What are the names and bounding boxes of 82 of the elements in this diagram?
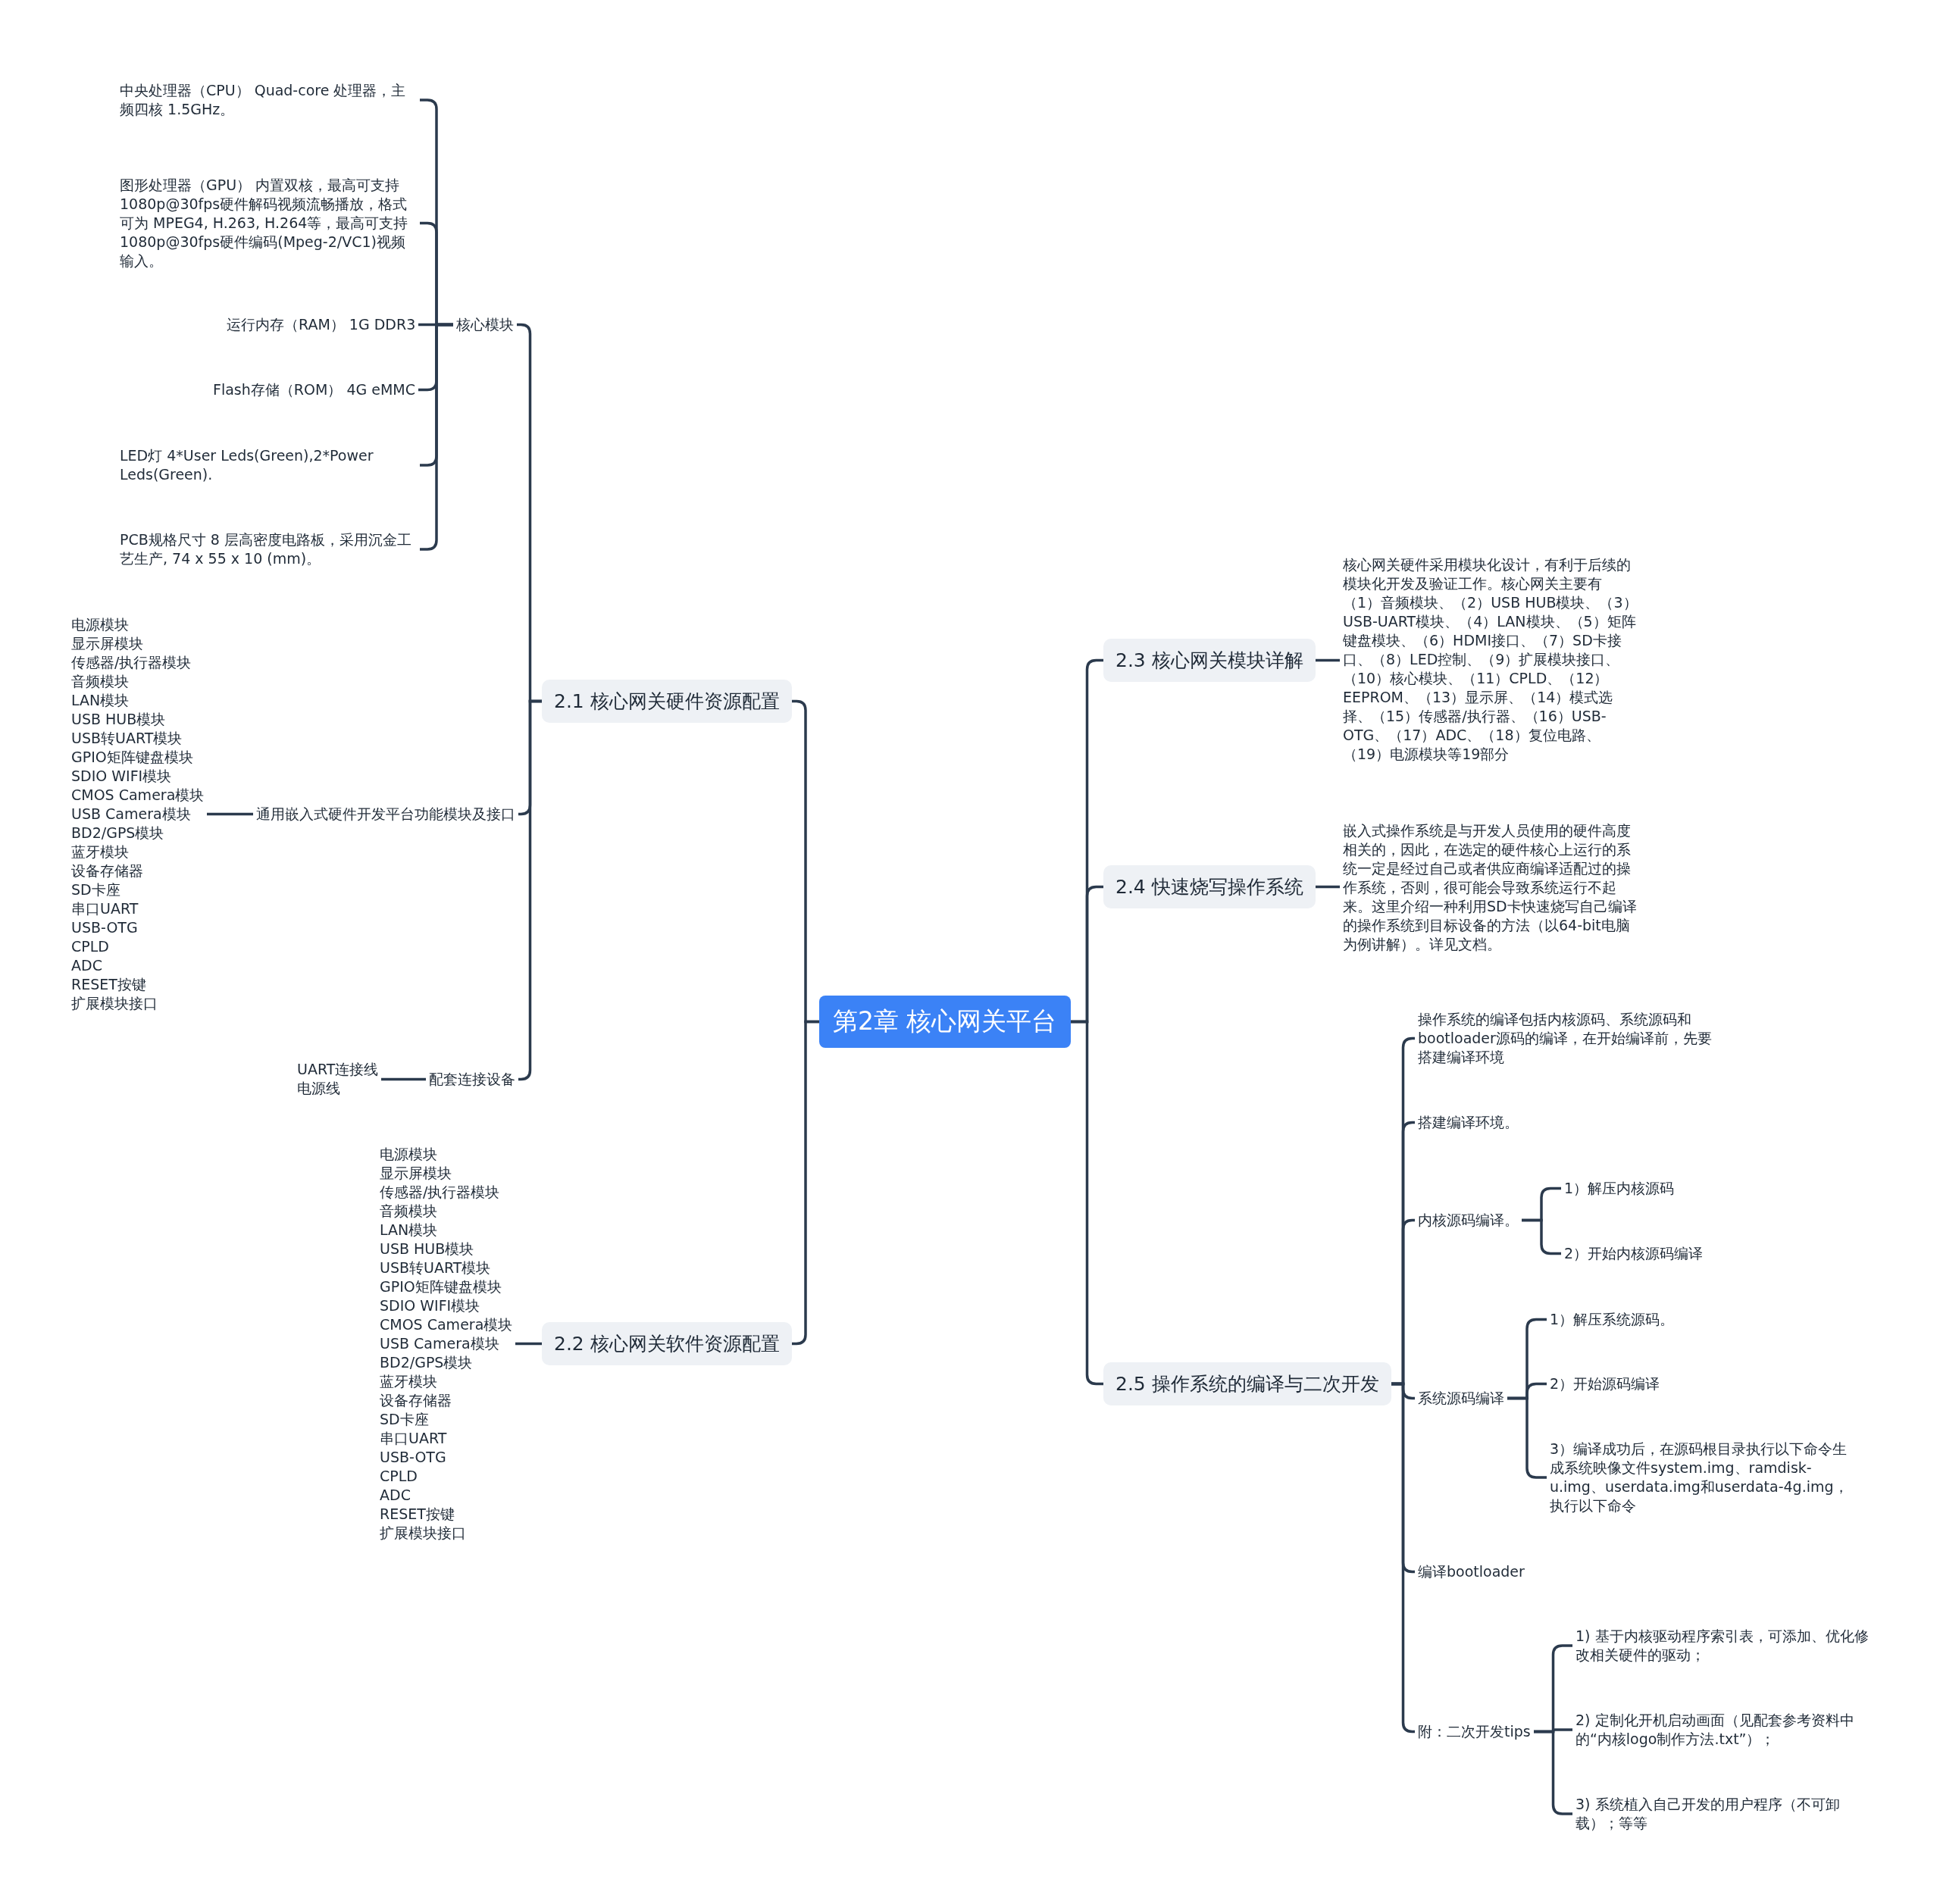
list-item: 电源线 <box>297 1079 341 1098</box>
central-topic-box: 第2章 核心网关平台 <box>819 996 1071 1048</box>
connector-line <box>207 812 253 816</box>
topic-text: 附：二次开发tips <box>1415 1720 1534 1743</box>
topic-text: 1）解压系统源码。 <box>1547 1308 1678 1331</box>
list-item: RESET按键 <box>380 1505 455 1524</box>
topic-text: 编译bootloader <box>1415 1560 1528 1584</box>
list-item: 扩展模块接口 <box>71 994 158 1013</box>
list-item: USB HUB模块 <box>380 1240 475 1258</box>
list-item: 电源模块 <box>380 1145 438 1164</box>
topic-text: 核心模块 <box>453 313 517 336</box>
topic-text: 系统源码编译 <box>1415 1387 1507 1410</box>
list-item: USB Camera模块 <box>380 1334 500 1353</box>
list-item: BD2/GPS模块 <box>380 1353 474 1372</box>
topic-text: 核心网关硬件采用模块化设计，有利于后续的模块化开发及验证工作。核心网关主要有（1）音频模块、（2）USB HUB模块、（3）USB-UART模块、（4）LAN模块、（5）矩阵键盘模块、（6）HDMI接口、（7）SD卡接口、（8）LED控制、（9）扩展模块接口、（10）核心模块、（11）CPLD、（12）EEPROM、（13）显示屏、（14）模式选择、（15）传感器/执行器、（16）USB-OTG、（17）ADC、（18）复位电路、（19）电源模块等19部分 <box>1340 553 1643 766</box>
list-item: BD2/GPS模块 <box>71 824 165 843</box>
list-item: 传感器/执行器模块 <box>380 1183 501 1202</box>
list-item: SDIO WIFI模块 <box>71 767 173 786</box>
list-item: USB-OTG <box>71 918 139 937</box>
list-item: CPLD <box>71 937 110 956</box>
connector-line <box>1316 885 1340 889</box>
topic-box: 2.3 核心网关模块详解 <box>1103 639 1316 682</box>
topic-text: 图形处理器（GPU） 内置双核，最高可支持1080p@30fps硬件解码视频流畅播放，格式可为 MPEG4, H.263, H.264等，最高可支持1080p@30fps硬件编码(Mpeg-2/VC1)视频输入。 <box>117 174 420 273</box>
connector-line <box>381 1077 426 1081</box>
list-item: 传感器/执行器模块 <box>71 653 192 672</box>
topic-text: Flash存储（ROM） 4G eMMC <box>210 378 418 402</box>
list-item: 显示屏模块 <box>71 634 144 653</box>
list-item: 显示屏模块 <box>380 1164 452 1183</box>
connector-line <box>1071 1020 1103 1386</box>
topic-text: 3）编译成功后，在源码根目录执行以下命令生成系统映像文件system.img、ramdisk-u.img、userdata.img和userdata-4g.img，执行以下命令 <box>1547 1437 1857 1518</box>
list-item: 蓝牙模块 <box>380 1372 438 1391</box>
list-item: SDIO WIFI模块 <box>380 1296 481 1315</box>
topic-box: 2.1 核心网关硬件资源配置 <box>542 680 792 723</box>
connector-line <box>1522 1218 1561 1255</box>
topic-text: 通用嵌入式硬件开发平台功能模块及接口 <box>253 802 518 826</box>
topic-text: 2）开始内核源码编译 <box>1561 1242 1707 1265</box>
list-item: 扩展模块接口 <box>380 1524 467 1543</box>
topic-text: 配套连接设备 <box>426 1068 518 1091</box>
connector-line <box>515 1342 542 1346</box>
topic-text: 搭建编译环境。 <box>1415 1111 1522 1134</box>
list-item: 音频模块 <box>380 1202 438 1221</box>
list-item: USB转UART模块 <box>380 1258 492 1277</box>
topic-text: 3) 系统植入自己开发的用户程序（不可卸载）；等等 <box>1572 1793 1883 1835</box>
list-item: CMOS Camera模块 <box>380 1315 513 1334</box>
list-item: USB Camera模块 <box>71 805 192 824</box>
topic-text: 2) 定制化开机启动画面（见配套参考资料中的“内核logo制作方法.txt”）； <box>1572 1709 1883 1751</box>
list-item: USB HUB模块 <box>71 710 167 729</box>
list-item: 设备存储器 <box>380 1391 452 1410</box>
list-item: 串口UART <box>380 1429 448 1448</box>
list-item: UART连接线 <box>297 1060 379 1079</box>
topic-text: 操作系统的编译包括内核源码、系统源码和bootloader源码的编译，在开始编译前，先要搭建编译环境 <box>1415 1008 1726 1069</box>
topic-text: PCB规格尺寸 8 层高密度电路板，采用沉金工艺生产, 74 x 55 x 10 (mm)。 <box>117 528 420 571</box>
list-item: 音频模块 <box>71 672 130 691</box>
list-item: LAN模块 <box>380 1221 439 1240</box>
list-item: CPLD <box>380 1467 418 1486</box>
list-item: LAN模块 <box>71 691 130 710</box>
list-item: ADC <box>71 956 103 975</box>
connector-line <box>1316 658 1340 662</box>
list-item: RESET按键 <box>71 975 147 994</box>
list-item: USB转UART模块 <box>71 729 183 748</box>
list-item: 蓝牙模块 <box>71 843 130 861</box>
topic-text: LED灯 4*User Leds(Green),2*Power Leds(Green). <box>117 444 420 486</box>
topic-text: 中央处理器（CPU） Quad-core 处理器，主频四核 1.5GHz。 <box>117 79 420 121</box>
list-item: SD卡座 <box>380 1410 430 1429</box>
topic-box: 2.4 快速烧写操作系统 <box>1103 865 1316 908</box>
topic-text: 运行内存（RAM） 1G DDR3 <box>224 313 419 336</box>
topic-box: 2.2 核心网关软件资源配置 <box>542 1322 792 1365</box>
topic-text: 2）开始源码编译 <box>1547 1372 1663 1396</box>
list-item: GPIO矩阵键盘模块 <box>71 748 194 767</box>
topic-text: 嵌入式操作系统是与开发人员使用的硬件高度相关的，因此，在选定的硬件核心上运行的系统一定是经过自己或者供应商编译适配过的操作系统，否则，很可能会导致系统运行不起来。这里介绍一种利用SD卡快速烧写自己编译的操作系统到目标设备的方法（以64-bit电脑为例讲解）。详见文档。 <box>1340 819 1643 956</box>
topic-text: 1) 基于内核驱动程序索引表，可添加、优化修改相关硬件的驱动； <box>1572 1624 1883 1667</box>
list-item: ADC <box>380 1486 411 1505</box>
topic-text: 1）解压内核源码 <box>1561 1177 1678 1200</box>
list-item: USB-OTG <box>380 1448 447 1467</box>
list-item: GPIO矩阵键盘模块 <box>380 1277 502 1296</box>
list-item: 串口UART <box>71 899 139 918</box>
topic-box: 2.5 操作系统的编译与二次开发 <box>1103 1362 1391 1405</box>
list-item: 设备存储器 <box>71 861 144 880</box>
list-item: CMOS Camera模块 <box>71 786 205 805</box>
topic-text: 内核源码编译。 <box>1415 1208 1522 1232</box>
list-item: SD卡座 <box>71 880 121 899</box>
list-item: 电源模块 <box>71 615 130 634</box>
